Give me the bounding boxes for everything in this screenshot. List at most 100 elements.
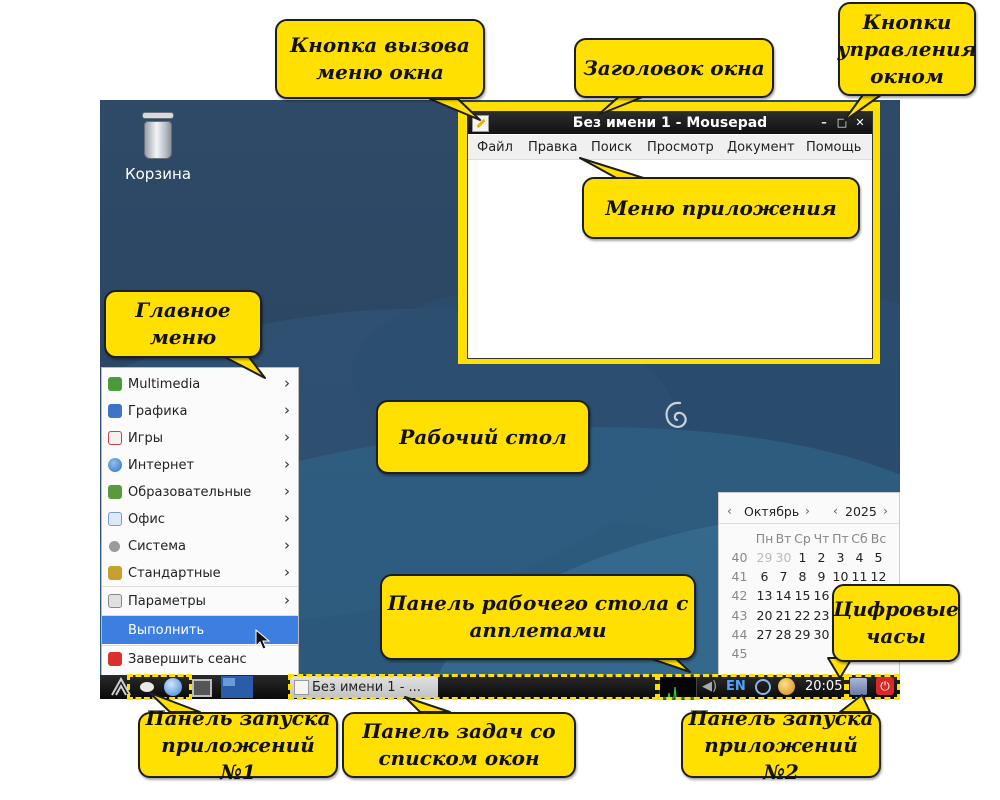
search-icon[interactable]	[755, 679, 771, 695]
calendar-day[interactable]: 30	[813, 626, 830, 642]
menu-edit[interactable]: Правка	[528, 140, 578, 155]
calendar-day[interactable]: 7	[779, 569, 788, 585]
app-menubar: Файл Правка Поиск Просмотр Документ Помо…	[468, 135, 872, 160]
calendar-day[interactable]: 6	[760, 569, 769, 585]
file-manager-icon[interactable]	[140, 682, 154, 692]
callout-app-menu: Меню приложения	[582, 177, 860, 239]
calendar-day[interactable]: 21	[775, 607, 792, 623]
minimize-button[interactable]: –	[821, 116, 827, 129]
task-title: Без имени 1 - ...	[312, 680, 421, 695]
calendar-day[interactable]: 4	[855, 550, 864, 565]
weekday-label: Пн	[755, 531, 774, 546]
volume-icon[interactable]: ◀)	[702, 679, 718, 694]
menu-item-accessories[interactable]: Стандартные›	[102, 560, 298, 587]
calendar-day[interactable]: 12	[870, 569, 887, 585]
digital-clock[interactable]: 20:05	[805, 679, 843, 694]
window-titlebar[interactable]: Без имени 1 - Mousepad – □ ✕	[468, 112, 872, 134]
close-button[interactable]: ✕	[855, 116, 865, 129]
calendar-day[interactable]: 23	[813, 607, 830, 623]
trash-desktop-icon[interactable]: Корзина	[118, 112, 198, 183]
calendar-day[interactable]: 20	[756, 607, 773, 623]
menu-item-games[interactable]: Игры›	[102, 425, 298, 452]
settings-icon	[108, 594, 122, 608]
lock-screen-icon[interactable]	[850, 678, 867, 695]
calendar-day[interactable]: 29	[794, 626, 811, 642]
callout-desktop: Рабочий стол	[376, 400, 590, 474]
calendar-day[interactable]: 5	[874, 550, 883, 565]
menu-item-system[interactable]: Система›	[102, 533, 298, 560]
prev-month-icon[interactable]: ‹	[727, 503, 732, 518]
menu-item-internet[interactable]: Интернет›	[102, 452, 298, 479]
chevron-right-icon: ›	[284, 428, 290, 446]
keyboard-layout[interactable]: EN	[726, 679, 746, 694]
games-icon	[108, 431, 122, 445]
trash-icon	[142, 112, 174, 119]
applets-highlight	[657, 674, 847, 700]
calendar-day[interactable]: 13	[756, 588, 773, 604]
tasklist-highlight	[288, 674, 658, 700]
calendar-day[interactable]: 9	[817, 569, 826, 585]
system-icon	[109, 541, 120, 552]
calendar-day[interactable]: 3	[836, 550, 845, 565]
graphics-icon	[108, 404, 122, 418]
calendar-day[interactable]: 15	[794, 588, 811, 604]
trash-label: Корзина	[124, 165, 192, 183]
window-title: Без имени 1 - Mousepad	[572, 115, 768, 131]
menu-item-logout[interactable]: Завершить сеанс	[102, 646, 298, 673]
maximize-button[interactable]: □	[836, 116, 848, 129]
menu-file[interactable]: Файл	[477, 140, 513, 155]
calendar-day[interactable]: 27	[756, 626, 773, 642]
week-number: 44	[731, 626, 748, 642]
main-menu: Multimedia› Графика› Игры› Интернет› Обр…	[101, 367, 299, 677]
menu-search[interactable]: Поиск	[591, 140, 633, 155]
power-icon[interactable]: ⏻	[876, 677, 894, 695]
mouse-cursor-icon	[255, 629, 271, 650]
menu-item-graphics[interactable]: Графика›	[102, 398, 298, 425]
prev-year-icon[interactable]: ‹	[833, 503, 838, 518]
menu-item-multimedia[interactable]: Multimedia›	[102, 371, 298, 398]
menu-help[interactable]: Помощь	[806, 140, 862, 155]
menu-item-education[interactable]: Образовательные›	[102, 479, 298, 506]
debian-logo-icon	[665, 401, 687, 428]
next-month-icon[interactable]: ›	[805, 503, 810, 518]
callout-window-menu-button: Кнопка вызова меню окна	[275, 19, 485, 99]
task-button-mousepad[interactable]: Без имени 1 - ...	[290, 676, 438, 698]
accessories-icon	[108, 566, 122, 580]
calendar-day[interactable]: 1	[798, 550, 807, 565]
weekday-label: Чт	[813, 531, 830, 546]
mousepad-task-icon	[294, 680, 309, 695]
menu-view[interactable]: Просмотр	[647, 140, 714, 155]
weekday-label: Вт	[775, 531, 792, 546]
calendar-day[interactable]: 29	[756, 550, 773, 565]
update-notifier-icon[interactable]	[778, 678, 795, 695]
workspace-switcher[interactable]	[221, 676, 253, 698]
calendar-day[interactable]: 14	[775, 588, 792, 604]
chevron-right-icon: ›	[284, 374, 290, 392]
callout-window-controls: Кнопки управления окном	[838, 2, 977, 96]
calendar-year: 2025	[845, 504, 877, 519]
chevron-right-icon: ›	[284, 509, 290, 527]
logout-icon	[108, 652, 122, 666]
browser-icon[interactable]	[164, 678, 182, 696]
calendar-day[interactable]: 16	[813, 588, 830, 604]
menu-document[interactable]: Документ	[727, 140, 795, 155]
weekday-label: Пт	[832, 531, 849, 546]
calendar-day[interactable]: 22	[794, 607, 811, 623]
callout-main-menu: Главное меню	[104, 290, 262, 358]
launcher2-highlight	[846, 674, 900, 700]
calendar-day[interactable]: 11	[851, 569, 868, 585]
multimedia-icon	[108, 377, 122, 391]
next-year-icon[interactable]: ›	[883, 503, 888, 518]
show-desktop-icon[interactable]	[192, 679, 212, 697]
week-number: 41	[731, 569, 748, 585]
calendar-day[interactable]: 8	[798, 569, 807, 585]
calendar-day[interactable]: 2	[817, 550, 826, 565]
menu-item-office[interactable]: Офис›	[102, 506, 298, 533]
weekday-label: Ср	[794, 531, 811, 546]
calendar-day[interactable]: 30	[775, 550, 792, 565]
calendar-day[interactable]: 10	[832, 569, 849, 585]
chevron-right-icon: ›	[284, 591, 290, 609]
menu-item-settings[interactable]: Параметры›	[102, 588, 298, 615]
calendar-day[interactable]: 28	[775, 626, 792, 642]
chevron-right-icon: ›	[284, 482, 290, 500]
